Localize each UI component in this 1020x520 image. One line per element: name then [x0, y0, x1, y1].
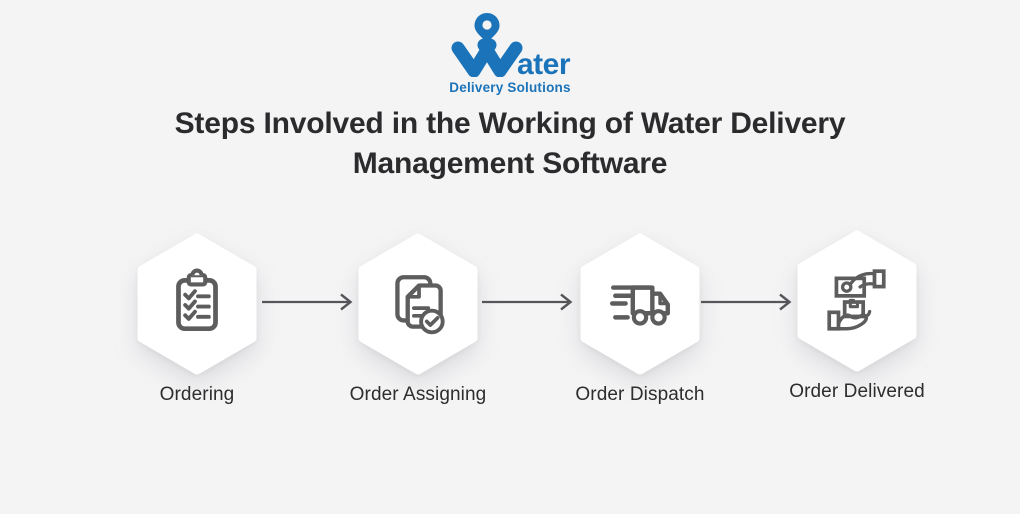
page-title-line2: Management Software — [352, 147, 668, 180]
step-ordering: Ordering — [112, 233, 282, 406]
hexagon-tile — [794, 230, 920, 372]
logo-wordmark: ater — [516, 47, 571, 81]
bottom-edge — [0, 514, 1020, 520]
page-title-line1: Steps Involved in the Working of Water D… — [174, 107, 846, 140]
clipboard-checklist-icon — [176, 268, 218, 332]
hexagon-tile — [577, 233, 703, 375]
brand-logo: ater Delivery Solutions — [0, 13, 1020, 95]
fast-delivery-truck-icon — [610, 285, 670, 326]
arrow-right-icon — [701, 293, 792, 311]
step-label-ordering: Ordering — [159, 384, 235, 405]
step-label-order-assigning: Order Assigning — [349, 384, 487, 405]
arrow-right-icon — [482, 293, 573, 311]
logo-wordmark-row: ater — [450, 13, 571, 81]
step-label-order-delivered: Order Delivered — [789, 381, 925, 402]
step-order-delivered: Order Delivered — [772, 230, 942, 403]
hexagon-tile — [134, 233, 260, 375]
water-pin-w-icon — [451, 13, 523, 77]
logo-tagline: Delivery Solutions — [449, 80, 571, 95]
hexagon-shape — [580, 233, 700, 375]
arrow-right-icon — [262, 293, 353, 311]
hand-exchange-package-icon — [827, 269, 886, 331]
step-order-dispatch: Order Dispatch — [555, 233, 725, 406]
step-label-order-dispatch: Order Dispatch — [575, 384, 705, 405]
hexagon-shape — [137, 233, 257, 375]
page-title: Steps Involved in the Working of Water D… — [0, 104, 1020, 184]
step-order-assigning: Order Assigning — [333, 233, 503, 406]
hexagon-tile — [355, 233, 481, 375]
documents-approved-icon — [395, 275, 445, 335]
